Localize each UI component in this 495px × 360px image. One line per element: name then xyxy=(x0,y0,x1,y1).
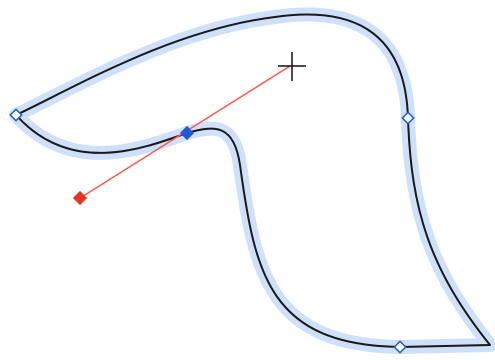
crosshair-icon xyxy=(278,52,306,81)
anchor-node-left[interactable] xyxy=(9,108,23,122)
bezier-handle-node[interactable] xyxy=(72,190,88,206)
anchor-node-bottom[interactable] xyxy=(393,340,407,354)
anchor-node-right[interactable] xyxy=(401,111,415,125)
path-selection-halo xyxy=(9,7,495,354)
